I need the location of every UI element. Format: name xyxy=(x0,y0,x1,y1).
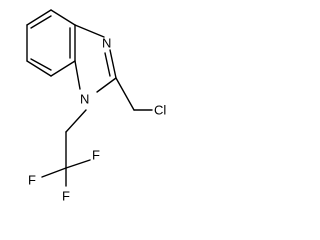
imidazole-ring xyxy=(74,24,117,93)
bond-n1-c7a xyxy=(74,60,81,90)
bond-c2-ch2 xyxy=(115,77,135,111)
bond-n3-c2 xyxy=(109,49,117,79)
benzene-ring xyxy=(26,9,76,77)
chloromethyl-group xyxy=(115,77,153,111)
atom-label-f-bottom: F xyxy=(62,189,70,204)
bond-c6-c7 xyxy=(26,60,52,77)
atom-label-n1: N xyxy=(80,92,89,107)
bond-c3a-n3 xyxy=(74,24,105,38)
benzimidazole-structure: N N Cl F F F xyxy=(26,9,166,204)
atom-label-f-top: F xyxy=(92,148,100,163)
bond-n1-ch2 xyxy=(65,109,87,133)
atom-label-f-left: F xyxy=(28,173,36,188)
atom-label-n3: N xyxy=(102,36,111,51)
atom-label-cl: Cl xyxy=(154,103,166,118)
bond-cf3-f-left xyxy=(41,167,67,178)
trifluoroethyl-group xyxy=(41,109,91,187)
bond-cf3-f-top xyxy=(65,159,91,169)
bond-c7-c7a xyxy=(50,60,76,77)
bond-n3-c2-inner xyxy=(104,52,111,77)
bond-c4-c5-inner xyxy=(30,15,52,29)
bond-c3a-c4 xyxy=(50,9,76,26)
bond-c6-c7-inner xyxy=(30,58,52,71)
bond-c4-c5 xyxy=(26,9,52,26)
bond-c2-n1 xyxy=(96,77,117,93)
